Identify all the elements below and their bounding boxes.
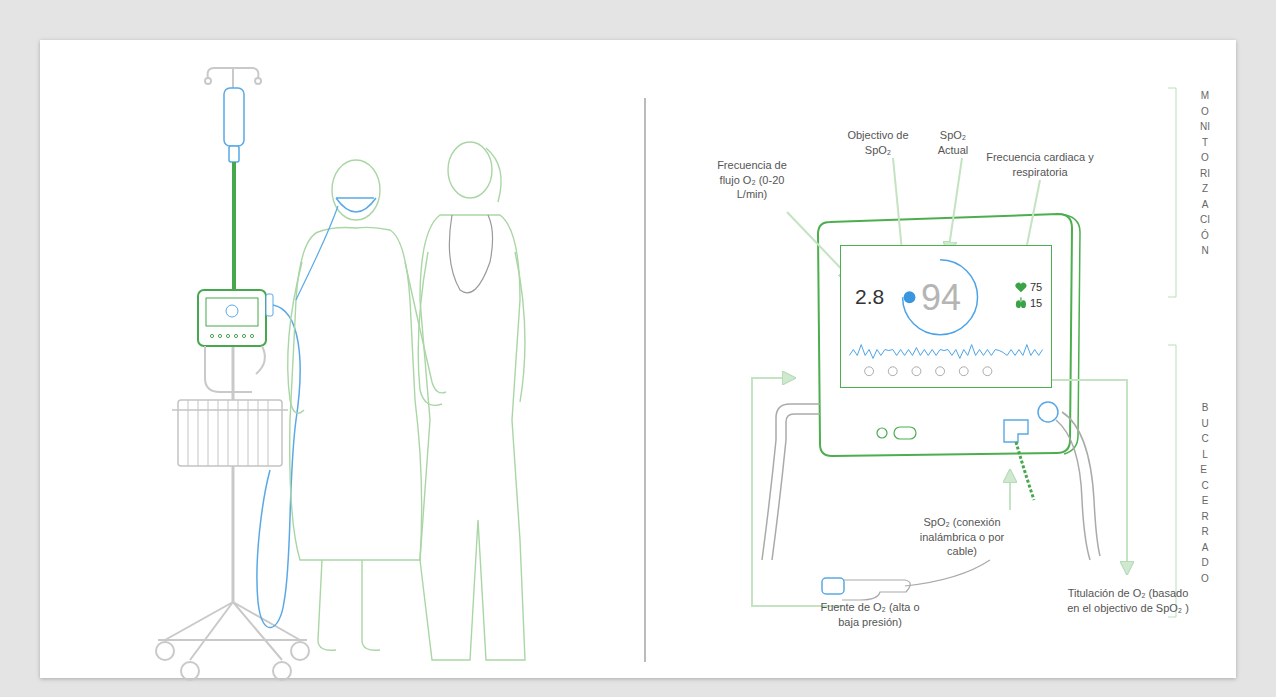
- lungs-icon: [1016, 297, 1026, 308]
- nurse: [420, 215, 525, 660]
- finger-sensor: [842, 580, 910, 600]
- target-dot: [904, 291, 916, 303]
- loop-label: Titulación de O₂ (basado en el objectivo…: [1066, 586, 1190, 615]
- o2-connector: [1038, 402, 1058, 422]
- nurse: [486, 148, 501, 202]
- resp-rate: 15: [1030, 297, 1042, 310]
- mask-tube: [296, 206, 338, 300]
- heart-rate: 75: [1030, 281, 1042, 294]
- iv-bag: [224, 88, 244, 146]
- spo2-cable: [1016, 442, 1034, 500]
- iv-pole: [156, 68, 309, 680]
- device-small: [218, 334, 221, 337]
- loop-arrow: [752, 378, 843, 606]
- device-small: [250, 334, 253, 337]
- device-small: [198, 290, 266, 346]
- screen-button: [936, 367, 945, 376]
- loop-arrow: [752, 378, 1127, 606]
- device-small: [226, 305, 238, 317]
- iv-pole: [291, 642, 309, 660]
- iv-pole: [255, 78, 261, 84]
- patient: [290, 227, 422, 560]
- screen-button: [865, 367, 874, 376]
- device-small: [206, 298, 258, 326]
- iv-pole: [181, 662, 199, 680]
- o2-inlet-arm: [762, 440, 786, 560]
- patient: [318, 560, 380, 650]
- o2-outlet-hose-2: [1062, 412, 1100, 556]
- screen-button: [888, 367, 897, 376]
- lungs-icon: [1020, 297, 1021, 301]
- sensor-clip: [822, 578, 844, 594]
- iv-bag: [224, 88, 244, 162]
- monitor-buttons: [877, 428, 887, 438]
- iv-pole: [232, 68, 234, 90]
- cylinder-basket: [172, 409, 288, 411]
- patient: [288, 262, 304, 413]
- spo2-ring: [903, 260, 978, 335]
- section-label: BUCLE CERRADO: [1199, 400, 1211, 586]
- nurse: [515, 252, 525, 402]
- nurse: [418, 252, 442, 405]
- loop-arrow: [1040, 380, 1127, 574]
- stethoscope: [449, 215, 492, 293]
- screen-button: [959, 367, 968, 376]
- o2-inlet-arm: [762, 404, 820, 560]
- callout-label: SpO₂ Actual: [931, 128, 975, 157]
- oxygen-mask: [336, 198, 376, 212]
- spo2-plug: [1004, 420, 1028, 442]
- device-small: [266, 294, 273, 316]
- callout-label: Objectivo de SpO₂: [841, 128, 915, 157]
- loop-label: SpO₂ (conexión inalámbrica o por cable): [904, 515, 1020, 559]
- cylinder-basket: [172, 400, 288, 466]
- sensor-wire: [905, 560, 990, 586]
- section-label: MONITORIZACIÓN: [1199, 88, 1211, 259]
- section-bracket: [1168, 88, 1176, 297]
- o2-outlet-hose: [1056, 420, 1090, 560]
- iv-bag: [229, 146, 239, 162]
- lungs-icon: [1016, 300, 1021, 308]
- device-small: [198, 290, 273, 346]
- loop-label: Fuente de O₂ (alta o baja presión): [814, 600, 926, 629]
- callout-label: Frecuencia de flujo O₂ (0-20 L/min): [716, 158, 788, 202]
- lungs-icon: [1021, 300, 1026, 308]
- loop-arrow: [1009, 470, 1011, 510]
- divider: [645, 98, 646, 662]
- callout-label: Frecuencia cardiaca y respiratoria: [981, 150, 1099, 179]
- finger-sensor: [842, 580, 910, 600]
- patient: [332, 160, 380, 220]
- iv-pole: [273, 662, 291, 680]
- iv-pole: [205, 78, 211, 84]
- iv-pole: [232, 345, 235, 602]
- screen-button: [912, 367, 921, 376]
- nurse: [448, 142, 492, 198]
- iv-pole: [158, 602, 307, 660]
- callout-leader: [948, 158, 962, 254]
- pole-handle: [205, 346, 252, 392]
- pole-handle: [205, 346, 265, 392]
- section-bracket: [1168, 345, 1176, 617]
- device-small: [210, 334, 213, 337]
- o2-inlet-arm: [776, 404, 820, 440]
- pleth-wave: [849, 345, 1042, 359]
- monitor-buttons: [877, 427, 916, 439]
- iv-pole: [156, 642, 174, 660]
- o2-inlet-arm: [786, 414, 820, 440]
- spo2-plug: [1004, 420, 1028, 442]
- flow-value: 2.8: [855, 285, 884, 309]
- device-small: [226, 334, 229, 337]
- heart-icon: [1015, 283, 1026, 293]
- device-small: [234, 334, 237, 337]
- monitor-screen: 2.8 94 75 15: [840, 245, 1052, 388]
- monitor-buttons: [894, 427, 916, 439]
- screen-button: [983, 367, 992, 376]
- monitor-frame: [818, 214, 1072, 456]
- o2-tube: [232, 162, 236, 290]
- device-small: [242, 334, 245, 337]
- spo2-value: 94: [911, 277, 971, 318]
- section-bracket: [1168, 88, 1176, 617]
- nurse: [418, 142, 525, 660]
- pole-handle: [256, 346, 265, 374]
